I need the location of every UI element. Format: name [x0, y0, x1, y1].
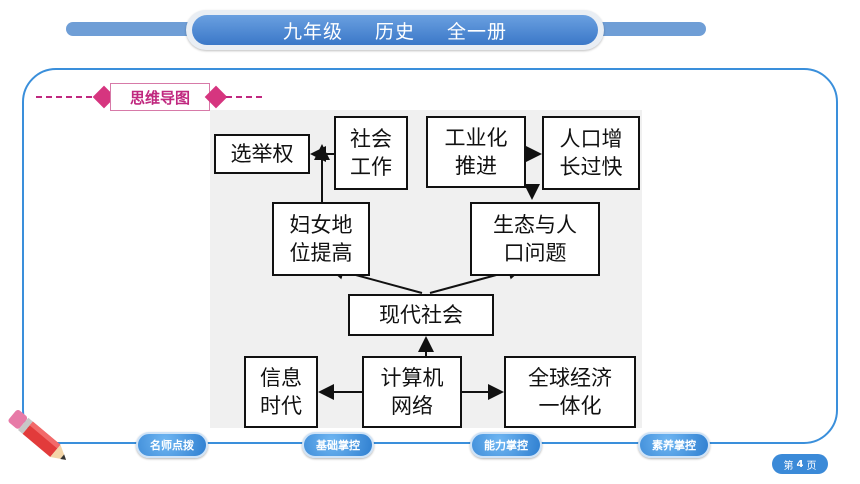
node-shengtai: 生态与人 口问题: [470, 202, 600, 276]
page-prefix: 第: [783, 460, 794, 472]
node-renkou-zengzhang: 人口增 长过快: [542, 116, 640, 190]
tag-dashed-line-left: [36, 96, 92, 98]
header-volume: 全一册: [447, 20, 508, 43]
header-bar-right: [596, 22, 706, 36]
node-funv-diwei: 妇女地 位提高: [272, 202, 370, 276]
header-subject: 历史: [374, 20, 415, 43]
section-tag: 思维导图: [22, 80, 262, 114]
header-title-pill: 九年级 历史 全一册: [186, 10, 604, 50]
node-gongyehua: 工业化 推进: [426, 116, 526, 188]
page-number-badge: 第 4 页: [772, 454, 828, 474]
mingshi-dianbo-button[interactable]: 名师点拨: [136, 432, 208, 458]
node-xuanjuquan: 选举权: [214, 134, 310, 174]
header-grade: 九年级: [282, 20, 343, 43]
page-suffix: 页: [806, 460, 817, 472]
tag-dashed-line-right: [226, 96, 262, 98]
mind-map-diagram: 选举权 社会 工作 工业化 推进 人口增 长过快 妇女地 位提高 生态与人 口问…: [210, 110, 642, 428]
nengli-zhangkong-button[interactable]: 能力掌控: [470, 432, 542, 458]
content-frame: [22, 68, 838, 444]
node-xiandai-shehui: 现代社会: [348, 294, 494, 336]
pencil-icon: [8, 409, 67, 460]
node-shehui-gongzuo: 社会 工作: [334, 116, 408, 190]
suyang-zhangkong-button[interactable]: 素养掌控: [638, 432, 710, 458]
jichu-zhangkong-button[interactable]: 基础掌控: [302, 432, 374, 458]
node-jisuanji: 计算机 网络: [362, 356, 462, 428]
node-quanqiu-jingji: 全球经济 一体化: [504, 356, 636, 428]
page-number: 4: [796, 458, 804, 470]
section-tag-label: 思维导图: [110, 83, 210, 111]
node-xinxi-shidai: 信息 时代: [244, 356, 318, 428]
header-title: 九年级 历史 全一册: [192, 15, 598, 45]
